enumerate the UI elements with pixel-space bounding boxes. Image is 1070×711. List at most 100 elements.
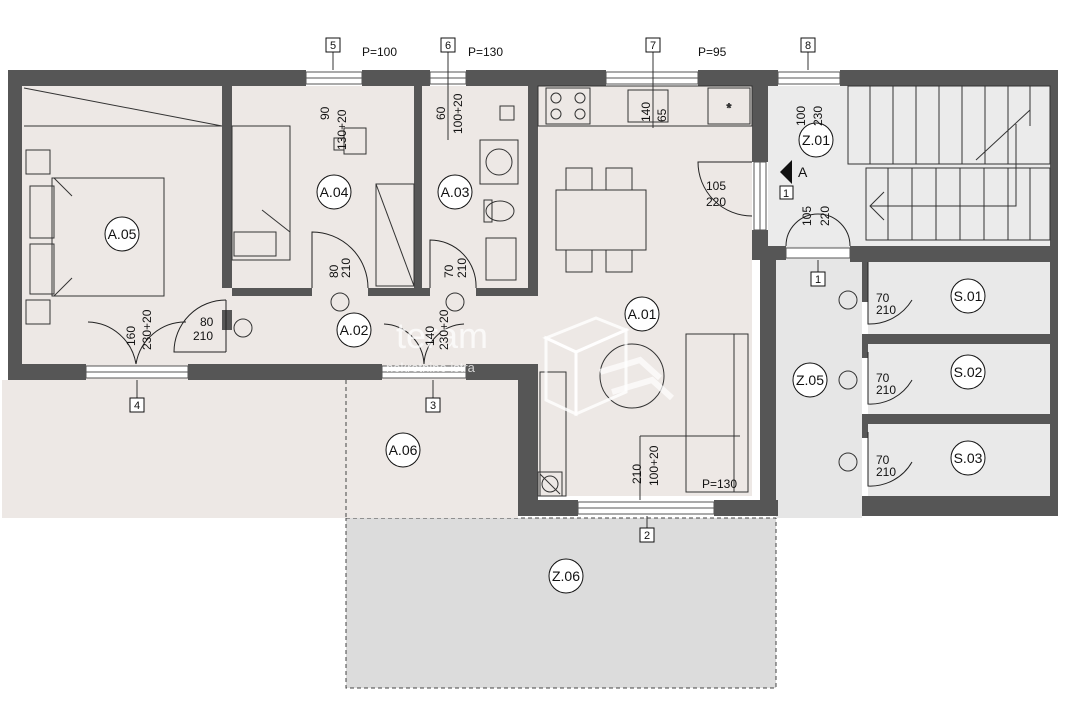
sofa-back <box>733 333 749 493</box>
watermark-tagline: nekretnine istra <box>386 360 476 375</box>
door-entrance <box>697 161 753 217</box>
dim-label: 210 <box>876 383 896 397</box>
wall <box>760 260 776 516</box>
dim-label: 80 <box>327 264 341 278</box>
wall <box>698 70 778 86</box>
fridge <box>707 87 751 125</box>
dim-label: 210 <box>630 464 644 484</box>
wall <box>188 364 382 380</box>
walls <box>8 70 1058 516</box>
wall <box>850 246 1056 262</box>
room-a06: A.06 <box>385 432 421 468</box>
dimension-labels: 90 130+20 60 100+20 140 65 100 230 80 21… <box>124 93 896 486</box>
door-swings <box>87 161 913 487</box>
kitchen-counter <box>537 85 753 127</box>
wall <box>414 86 422 292</box>
dim-label: 220 <box>706 195 726 209</box>
svg-text:*: * <box>727 101 732 115</box>
wall <box>752 230 768 260</box>
dim-label: 105 <box>706 179 726 193</box>
door-stair <box>785 213 851 247</box>
wall <box>768 246 786 260</box>
wardrobe-a04 <box>375 183 415 287</box>
wall <box>752 86 768 162</box>
dim-label: 70 <box>876 371 890 385</box>
double-bed <box>51 177 165 297</box>
dim-label: 70 <box>876 453 890 467</box>
wall <box>8 70 22 380</box>
wall <box>518 500 578 516</box>
window-tag-6: 6 <box>440 37 456 53</box>
room-z06: Z.06 <box>548 558 584 594</box>
chair <box>565 167 593 191</box>
door-tag-1-stair: 1 <box>810 271 826 287</box>
stair-hall-floor <box>768 86 1050 246</box>
svg-text:Z.05: Z.05 <box>796 372 824 388</box>
wall <box>1050 70 1058 516</box>
svg-text:A.04: A.04 <box>320 184 349 200</box>
dim-label: 130+20 <box>335 109 349 150</box>
dim-label: 70 <box>442 264 456 278</box>
svg-text:7: 7 <box>650 40 656 52</box>
dim-label: 230+20 <box>437 309 451 350</box>
chair <box>605 249 633 273</box>
light-fixture <box>330 292 350 312</box>
room-a05: A.05 <box>104 216 140 252</box>
window-tag-7: 7 <box>645 37 661 53</box>
dim-label: 160 <box>124 326 138 346</box>
svg-text:A.02: A.02 <box>340 322 369 338</box>
wall <box>8 364 86 380</box>
single-bed <box>231 125 291 261</box>
wall <box>362 70 430 86</box>
wall <box>232 288 312 296</box>
section-marker: A <box>780 160 808 184</box>
dim-label: 230+20 <box>140 309 154 350</box>
wall <box>862 496 1056 516</box>
svg-text:S.02: S.02 <box>954 364 983 380</box>
staircase <box>847 85 1051 241</box>
dim-label: 100+20 <box>647 445 661 486</box>
pillow <box>233 231 277 257</box>
door-tag-1-entrance: 1 <box>779 185 794 200</box>
desk <box>333 137 345 151</box>
section-arrow <box>780 160 792 184</box>
fireplace <box>537 471 563 497</box>
washing-machine <box>479 139 519 185</box>
pillow <box>29 243 55 295</box>
watermark: teram nekretnine istra <box>386 315 675 417</box>
room-s02: S.02 <box>950 354 986 390</box>
parapet-p100: P=100 <box>362 45 397 59</box>
room-labels: A.05 A.04 A.03 A.02 A.01 A.06 Z.01 Z.05 … <box>104 122 986 594</box>
wall <box>862 424 868 438</box>
room-z01: Z.01 <box>798 122 834 158</box>
door-balcony-left <box>87 321 187 365</box>
window-tag-8: 8 <box>800 37 816 53</box>
parapet-p130: P=130 <box>468 45 503 59</box>
svg-text:1: 1 <box>815 274 821 286</box>
svg-text:Z.01: Z.01 <box>802 132 830 148</box>
wall <box>222 86 232 288</box>
svg-text:A.06: A.06 <box>389 442 418 458</box>
svg-text:4: 4 <box>134 400 140 412</box>
window-tag-4: 4 <box>129 397 145 413</box>
parapet-labels: P=100 P=130 P=95 P=130 <box>362 45 737 491</box>
dining-table <box>555 189 647 251</box>
nightstand <box>25 299 51 325</box>
shower <box>485 237 517 281</box>
door-s01 <box>867 262 913 325</box>
window-tag-5: 5 <box>325 37 341 53</box>
washing-machine-drum <box>485 148 513 176</box>
svg-text:A.01: A.01 <box>628 306 657 322</box>
coffee-table <box>599 343 665 409</box>
dim-label: 65 <box>655 108 669 122</box>
dim-label: 210 <box>876 465 896 479</box>
wall <box>518 364 538 516</box>
room-s03: S.03 <box>950 440 986 476</box>
dim-label: 100 <box>794 106 808 126</box>
door-balcony-right <box>383 323 465 365</box>
sink <box>627 89 669 123</box>
svg-text:3: 3 <box>430 400 436 412</box>
svg-text:S.01: S.01 <box>954 288 983 304</box>
toilet <box>485 200 515 222</box>
stair-door-frame <box>785 247 851 259</box>
